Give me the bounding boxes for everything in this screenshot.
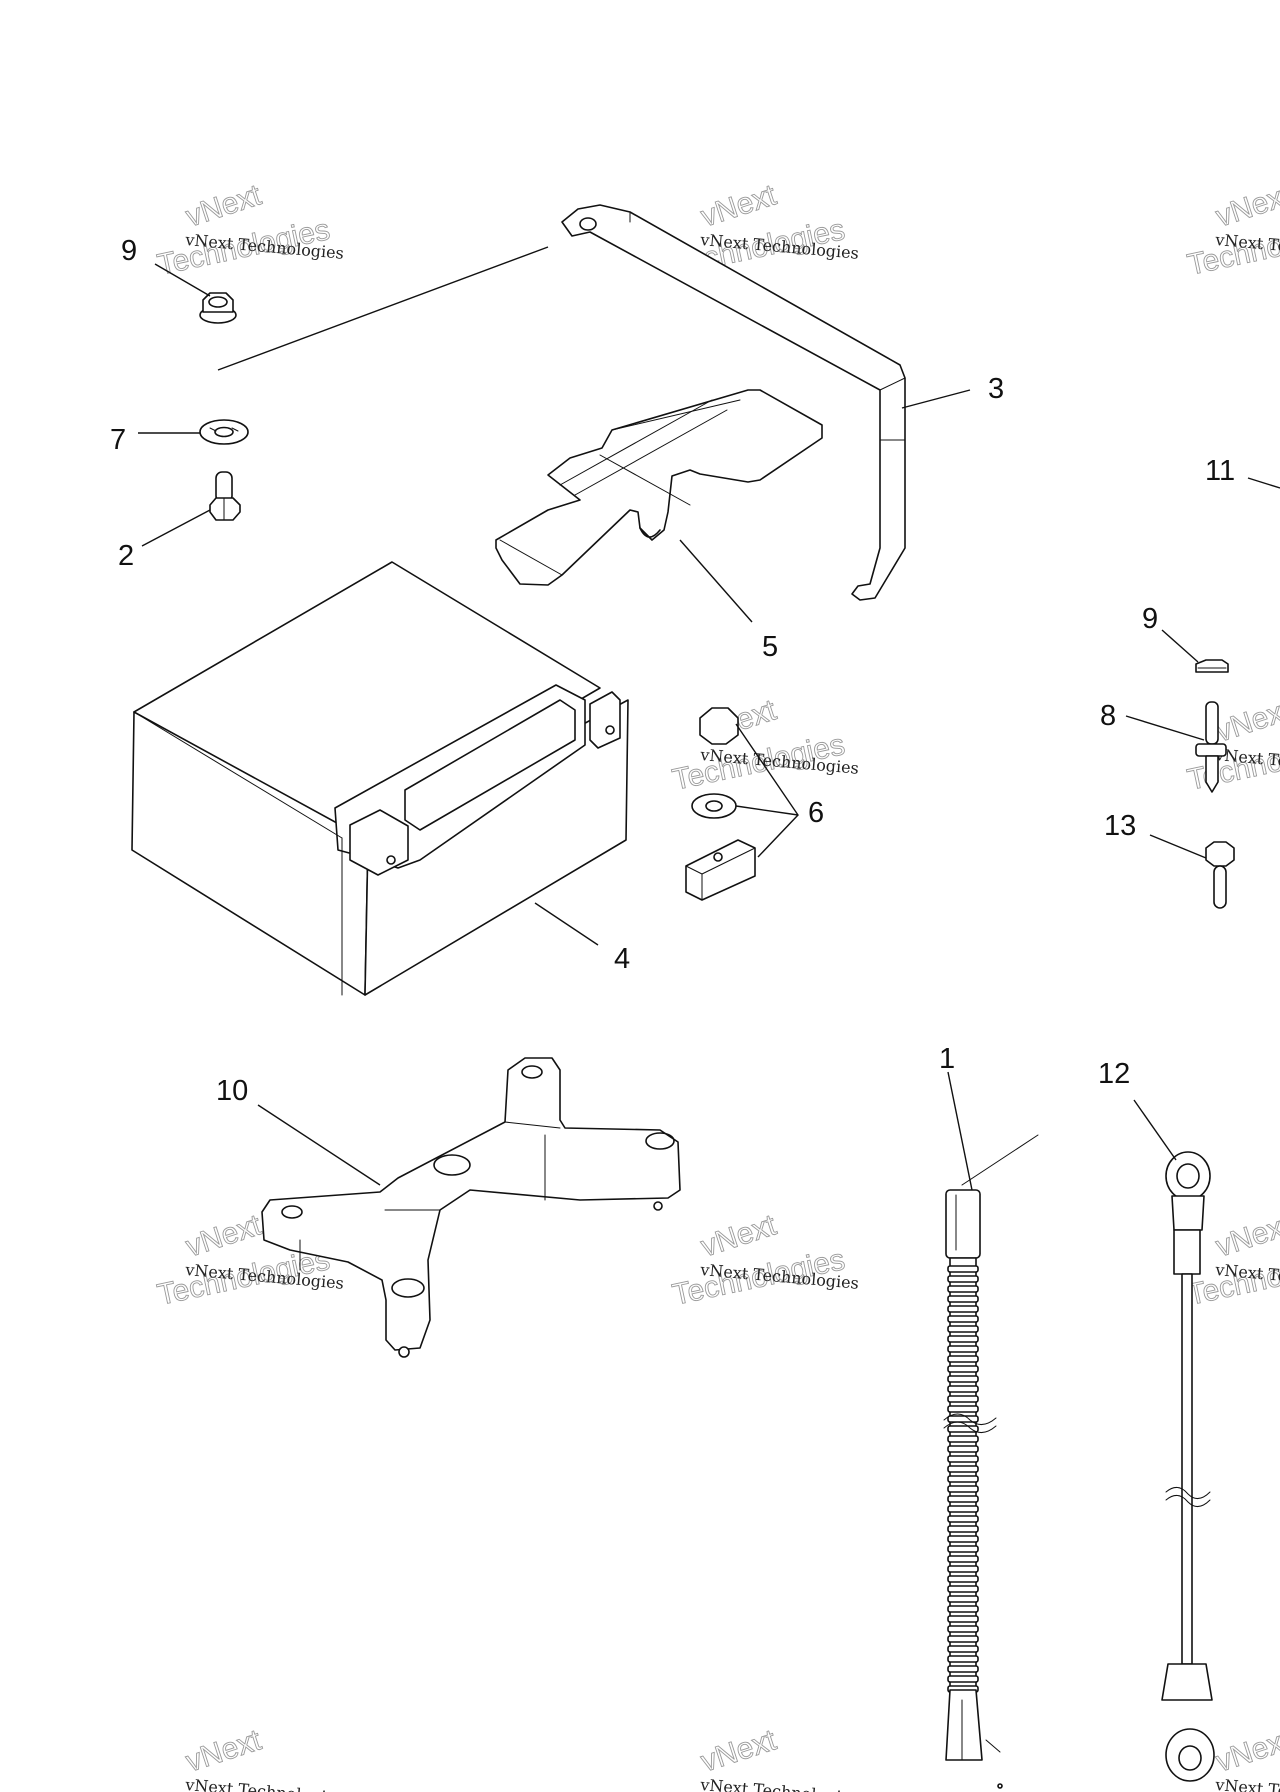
conduit-rib (947, 1575, 979, 1583)
watermark: vNext Technologies vNext Technologies (669, 693, 859, 797)
conduit-rib (947, 1375, 979, 1383)
conduit-rib (947, 1415, 979, 1423)
conduit-rib (947, 1455, 979, 1463)
svg-text:vNext: vNext (182, 1723, 266, 1778)
part-7-washer (199, 419, 249, 445)
callout-10: 10 (216, 1075, 248, 1107)
svg-text:vNext: vNext (182, 178, 266, 233)
watermark: vNext vNext Technologies (182, 1723, 345, 1792)
conduit-rib (947, 1535, 979, 1543)
part-8-stud (1195, 701, 1227, 793)
svg-text:vNext: vNext (1212, 1723, 1280, 1778)
callout-13: 13 (1104, 810, 1136, 842)
part-9-nut-right (1195, 659, 1229, 673)
conduit-rib (947, 1495, 979, 1503)
conduit-rib (947, 1265, 979, 1273)
callout-2: 2 (118, 540, 134, 572)
watermark: vNext vNext Technologies (697, 1723, 860, 1792)
conduit-rib (947, 1635, 979, 1643)
conduit-rib (947, 1425, 979, 1433)
part-3-bracket (561, 204, 906, 601)
conduit-rib (947, 1675, 979, 1683)
conduit-rib (947, 1525, 979, 1533)
conduit-rib (947, 1275, 979, 1283)
guide-line (217, 246, 549, 371)
conduit-rib (947, 1445, 979, 1453)
part-2-bolt (209, 471, 241, 521)
svg-text:vNext: vNext (1212, 178, 1280, 233)
watermark: vNext Technologies vNext Technologies (154, 178, 344, 282)
svg-text:vNext: vNext (1212, 693, 1280, 748)
part-10-mount-plate (261, 1057, 681, 1358)
watermark: vNext vNext Technologies (1212, 1723, 1280, 1792)
conduit-rib (947, 1365, 979, 1373)
conduit-rib (947, 1655, 979, 1663)
part-4-battery (131, 561, 629, 996)
conduit-rib (947, 1595, 979, 1603)
conduit-rib (947, 1345, 979, 1353)
conduit-rib (947, 1405, 979, 1413)
callout-7: 7 (110, 424, 126, 456)
conduit-rib (947, 1545, 979, 1553)
conduit-rib (947, 1295, 979, 1303)
callout-9-top: 9 (121, 235, 137, 267)
conduit-rib (947, 1625, 979, 1633)
conduit-rib (947, 1335, 979, 1343)
conduit-rib (947, 1385, 979, 1393)
svg-text:vNext: vNext (182, 1208, 266, 1263)
conduit-rib (947, 1515, 979, 1523)
conduit-rib (947, 1465, 979, 1473)
conduit-rib (947, 1325, 979, 1333)
watermark: vNext Technologies vNext Technologies (669, 1208, 859, 1312)
callout-4: 4 (614, 943, 630, 975)
leader-lines (138, 263, 1280, 1191)
svg-text:vNext: vNext (697, 178, 781, 233)
svg-text:vNext: vNext (697, 1723, 781, 1778)
conduit-rib (947, 1555, 979, 1563)
conduit-rib (947, 1485, 979, 1493)
watermark: vNext Technologies vNext Technologies (1184, 178, 1280, 282)
conduit-rib (947, 1395, 979, 1403)
callout-6: 6 (808, 797, 824, 829)
conduit-rib (947, 1565, 979, 1573)
svg-text:vNext Technologies: vNext Technologies (1214, 1775, 1280, 1792)
part-1-wire-harness (943, 1134, 1039, 1789)
callout-1: 1 (939, 1043, 955, 1075)
svg-text:vNext: vNext (697, 1208, 781, 1263)
conduit-rib (947, 1305, 979, 1313)
svg-text:vNext Technologies: vNext Technologies (699, 1775, 860, 1792)
conduit-rib (947, 1505, 979, 1513)
conduit-rib (947, 1605, 979, 1613)
callout-labels: 9 7 2 3 5 4 6 11 9 8 13 10 1 12 (110, 235, 1235, 1107)
conduit-rib (947, 1585, 979, 1593)
conduit-rib (947, 1645, 979, 1653)
svg-text:vNext: vNext (1212, 1208, 1280, 1263)
callout-3: 3 (988, 373, 1004, 405)
conduit-rib (947, 1475, 979, 1483)
part-5-hold-plate (495, 389, 823, 586)
part-12-ground-cable (1161, 1151, 1215, 1782)
svg-text:vNext Technologies: vNext Technologies (184, 1775, 345, 1792)
callout-12: 12 (1098, 1058, 1130, 1090)
conduit-rib (947, 1315, 979, 1323)
conduit-ribs (947, 1265, 979, 1693)
conduit-rib (947, 1615, 979, 1623)
part-9-flange-nut (199, 292, 237, 324)
conduit-rib (947, 1435, 979, 1443)
callout-8: 8 (1100, 700, 1116, 732)
callout-5: 5 (762, 631, 778, 663)
conduit-rib (947, 1285, 979, 1293)
conduit-rib (947, 1355, 979, 1363)
conduit-rib (947, 1665, 979, 1673)
callout-9-right: 9 (1142, 603, 1158, 635)
part-6-hardware (685, 707, 756, 901)
callout-11: 11 (1205, 455, 1235, 487)
part-13-screw (1205, 841, 1235, 909)
